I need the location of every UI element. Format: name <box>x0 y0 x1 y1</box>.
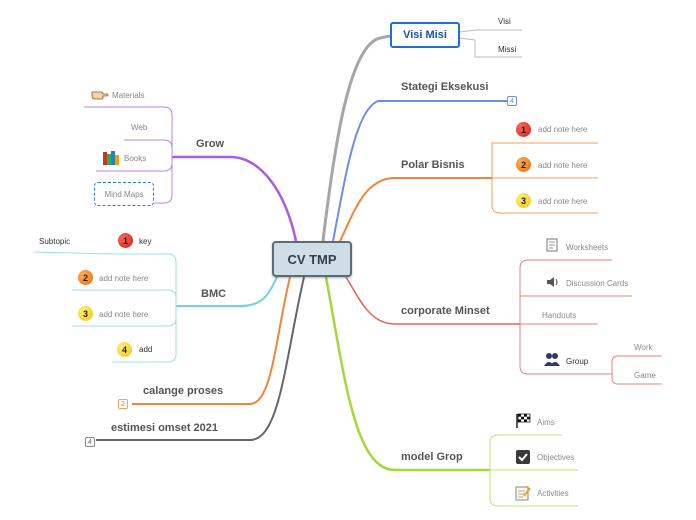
link-visi <box>459 29 522 33</box>
subtopic-worksheets[interactable]: Worksheets <box>566 243 609 252</box>
subtopic-books[interactable]: Books <box>124 154 147 163</box>
link-subtopic <box>33 251 113 255</box>
link-corporate-items <box>519 259 632 375</box>
collapsed-count-badge[interactable]: 4 <box>507 96 517 106</box>
pointing-hand-icon <box>91 88 109 102</box>
topic-model-grop[interactable]: model Grop <box>401 451 463 463</box>
worksheet-icon <box>545 238 559 254</box>
priority-1-icon: 1 <box>516 122 531 137</box>
subtopic-materials[interactable]: Materials <box>112 91 145 100</box>
subtopic-subtopic[interactable]: Subtopic <box>39 237 71 246</box>
books-icon <box>102 150 120 168</box>
subtopic-activities[interactable]: Activities <box>537 489 569 498</box>
subtopic-web[interactable]: Web <box>131 123 148 132</box>
subtopic-handouts[interactable]: Handouts <box>542 311 577 320</box>
subtopic-visi[interactable]: Visi <box>498 17 511 26</box>
checkbox-icon <box>515 449 531 467</box>
bmc-note-key[interactable]: key <box>139 237 152 246</box>
link-polar <box>339 177 492 242</box>
subtopic-work[interactable]: Work <box>634 343 653 352</box>
topic-polar-bisnis[interactable]: Polar Bisnis <box>401 159 465 171</box>
topic-visi-misi[interactable]: Visi Misi <box>390 22 460 48</box>
subtopic-group[interactable]: Group <box>566 357 589 366</box>
priority-2-icon: 2 <box>516 157 531 172</box>
link-corporate <box>345 276 520 325</box>
link-calange <box>132 276 291 405</box>
polar-note-2[interactable]: add note here <box>538 161 588 170</box>
polar-note-1[interactable]: add note here <box>538 125 588 134</box>
subtopic-missi[interactable]: Missi <box>498 45 517 54</box>
topic-stategi-eksekusi[interactable]: Stategi Eksekusi <box>401 81 489 93</box>
bmc-note-2[interactable]: add note here <box>99 274 149 283</box>
priority-2-icon: 2 <box>78 270 93 285</box>
priority-3-icon: 3 <box>78 306 93 321</box>
topic-calange-proses[interactable]: calange proses <box>143 385 224 397</box>
subtopic-aims[interactable]: Aims <box>537 418 555 427</box>
topic-corporate-minset[interactable]: corporate Minset <box>401 305 490 317</box>
priority-4-icon: 4 <box>117 342 132 357</box>
collapsed-count-badge[interactable]: 2 <box>118 399 128 409</box>
central-topic[interactable]: CV TMP <box>272 241 352 277</box>
topic-grow[interactable]: Grow <box>196 138 225 150</box>
collapsed-count-badge[interactable]: 4 <box>85 437 95 447</box>
link-grow <box>172 155 298 242</box>
speaker-icon <box>545 275 559 291</box>
link-missi <box>459 37 522 58</box>
notepad-icon <box>515 485 531 503</box>
link-grow-items <box>84 106 173 204</box>
link-group-items <box>611 355 662 385</box>
link-bmc <box>176 276 278 307</box>
subtopic-objectives[interactable]: Objectives <box>537 453 575 462</box>
link-visi-misi <box>321 34 391 242</box>
subtopic-mind-maps[interactable]: Mind Maps <box>94 182 154 206</box>
priority-3-icon: 3 <box>516 193 531 208</box>
people-icon <box>544 352 560 368</box>
link-model <box>324 276 490 472</box>
bmc-note-add[interactable]: add <box>139 345 153 354</box>
bmc-note-3[interactable]: add note here <box>99 310 149 319</box>
link-polar-items <box>491 142 598 214</box>
link-estimasi <box>96 276 305 441</box>
link-bmc-items <box>72 253 177 363</box>
polar-note-3[interactable]: add note here <box>538 197 588 206</box>
priority-1-icon: 1 <box>118 233 133 248</box>
checkered-flag-icon <box>515 413 531 431</box>
subtopic-game[interactable]: Game <box>634 371 656 380</box>
subtopic-discussion-cards[interactable]: Discussion Cards <box>566 279 629 288</box>
topic-bmc[interactable]: BMC <box>201 288 227 300</box>
topic-estimasi-omset[interactable]: estimesi omset 2021 <box>111 422 219 434</box>
link-model-items <box>489 434 578 507</box>
link-stategi <box>332 100 510 242</box>
